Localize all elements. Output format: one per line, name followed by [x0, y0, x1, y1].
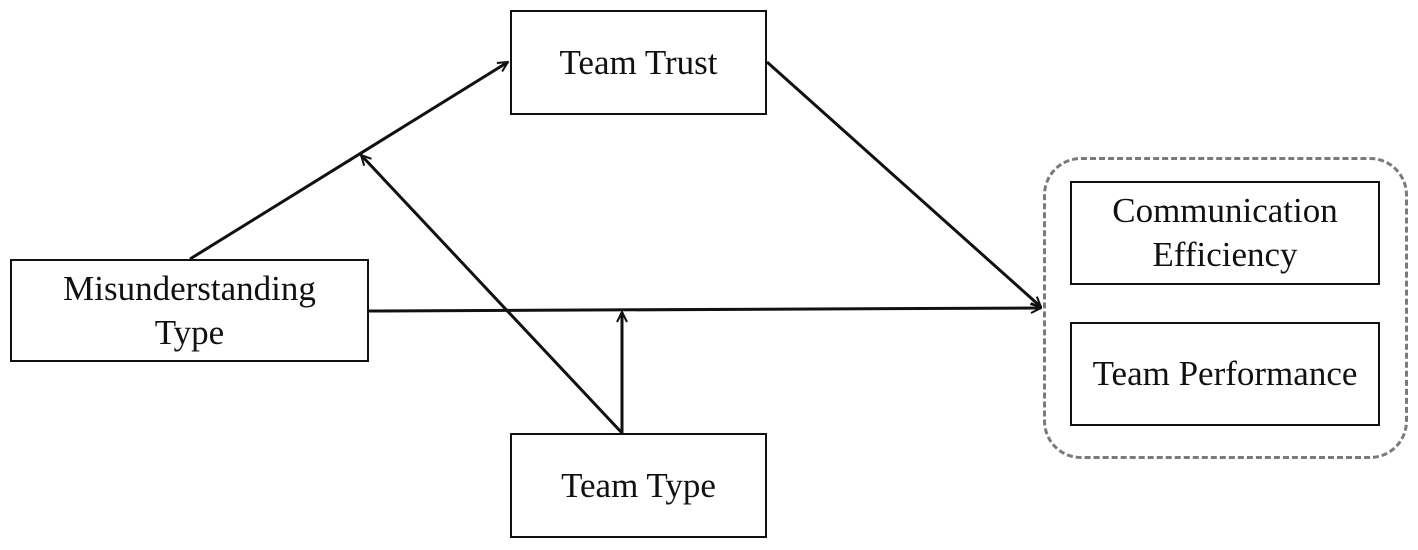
communication-efficiency-label: Communication Efficiency — [1112, 191, 1338, 274]
team-trust-box: Team Trust — [510, 10, 767, 115]
edge-misunderstanding-to-outcomes — [368, 308, 1041, 311]
communication-efficiency-box: Communication Efficiency — [1070, 181, 1380, 285]
team-performance-label: Team Performance — [1092, 354, 1358, 393]
misunderstanding-type-label: Misunderstanding Type — [63, 268, 316, 352]
team-performance-box: Team Performance — [1070, 322, 1380, 426]
edge-misunderstanding-to-team-trust — [189, 60, 508, 261]
edge-team-type-moderates-trust-path — [361, 155, 624, 435]
edge-team-trust-to-outcomes — [766, 60, 1041, 307]
outcome-variables-group — [1043, 157, 1408, 459]
misunderstanding-type-box: Misunderstanding Type — [10, 259, 369, 362]
team-type-box: Team Type — [510, 433, 767, 538]
team-type-label: Team Type — [561, 465, 716, 505]
team-trust-label: Team Trust — [559, 42, 718, 82]
